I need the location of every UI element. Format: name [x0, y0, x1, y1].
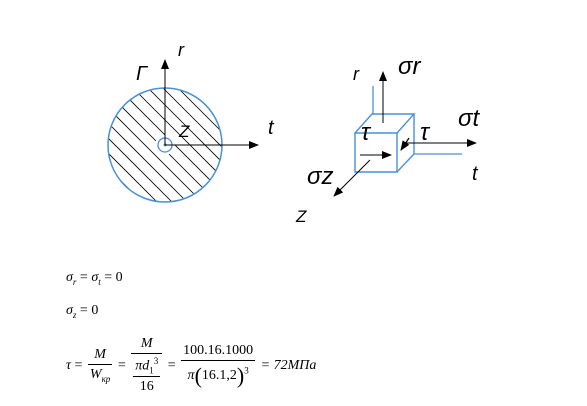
eq3-result: = 72МПа — [260, 357, 317, 373]
t-label-right: t — [472, 163, 479, 185]
equation-2: σz = 0 — [66, 303, 98, 320]
frac1-numerator: M — [87, 347, 113, 366]
stress-element: r σr τ τ σt t σz Z — [295, 53, 480, 226]
eq1-rhs: = 0 — [104, 270, 123, 285]
equation-3: τ = M Wкр = M πd13 16 = 100.16.1000 π(16… — [66, 336, 316, 395]
tau-arrow-side — [400, 137, 410, 151]
frac3-denominator: π(16.1,2)3 — [187, 362, 249, 388]
cross-section: Γ r Z t — [107, 40, 275, 203]
sigma-t-symbol: σ — [91, 270, 99, 285]
sigma-z-label: σz — [307, 163, 333, 190]
tau-label-right: τ — [420, 119, 431, 146]
tau-symbol: τ — [66, 357, 72, 373]
eq1-equals: = — [79, 270, 88, 285]
frac2-inner-fraction: πd13 16 — [133, 356, 161, 395]
sigma-z-arrow — [333, 159, 371, 197]
sigma-r-sub: r — [72, 276, 77, 287]
frac2-inner-num: πd13 — [133, 356, 161, 378]
cube-top-face — [354, 113, 416, 134]
frac3-numerator: 100.16.1000 — [181, 343, 256, 361]
fraction-m-over-polar: M πd13 16 — [131, 336, 163, 395]
r-label-left: r — [178, 40, 185, 60]
equation-1: σr = σt = 0 — [66, 270, 123, 287]
frac1-denominator: Wкр — [89, 367, 111, 385]
z-label-right: Z — [295, 207, 307, 226]
sigma-t-sub: t — [98, 276, 101, 287]
gamma-label: Γ — [136, 63, 149, 85]
sigma-r-symbol: σ — [66, 270, 73, 285]
fraction-numeric: 100.16.1000 π(16.1,2)3 — [181, 343, 256, 389]
frac1-den-sub: кр — [101, 374, 111, 385]
frac2-numerator: M — [131, 336, 163, 354]
t-label-left: t — [268, 117, 275, 139]
z-center-label: Z — [178, 122, 190, 141]
sigma-z-symbol: σ — [66, 303, 73, 318]
eq3-equals-1: = — [74, 357, 83, 373]
fraction-m-over-w: M Wкр — [87, 347, 113, 385]
eq3-equals-3: = — [167, 357, 176, 373]
r-label-right: r — [353, 64, 360, 84]
tau-label-left: τ — [361, 119, 372, 146]
frac2-denominator: πd13 16 — [131, 354, 162, 395]
sigma-r-label: σr — [398, 53, 421, 80]
eq3-equals-2: = — [117, 357, 126, 373]
sigma-z-sub: z — [72, 309, 77, 320]
frac2-inner-den: 16 — [139, 379, 154, 395]
eq2-rhs: = 0 — [79, 303, 99, 318]
sigma-t-label: σt — [458, 105, 480, 132]
cube-right-face — [396, 114, 415, 173]
